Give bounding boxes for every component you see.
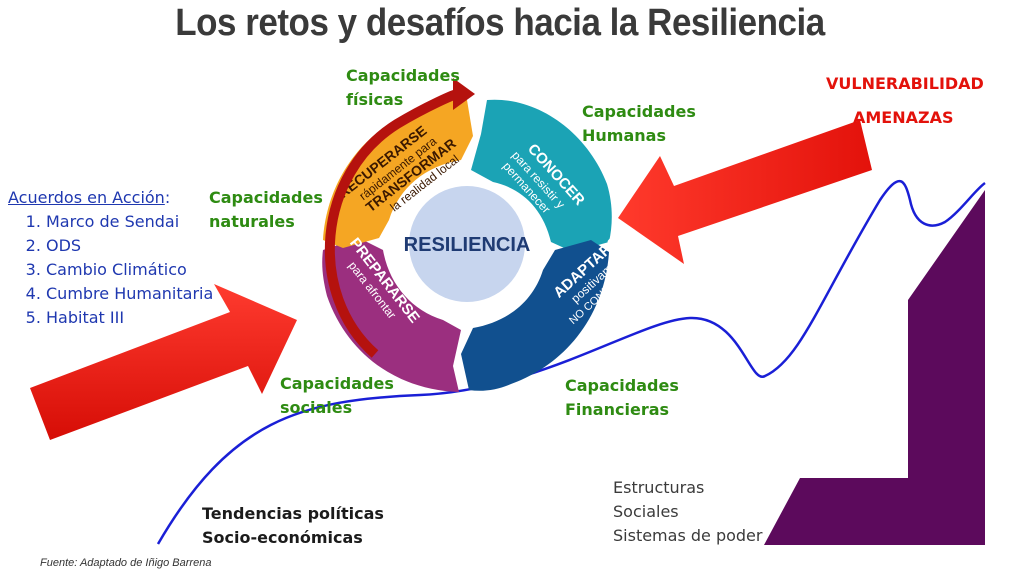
segment-conocer (471, 99, 612, 252)
page-title: Los retos y desafíos hacia la Resilienci… (175, 2, 825, 44)
trends-label: Tendencias políticas Socio-económicas (202, 502, 384, 550)
agreements-heading: Acuerdos en Acción (8, 188, 165, 207)
segment-recuperarse (323, 100, 473, 248)
capacity-financieras: Capacidades Financieras (565, 376, 679, 419)
right-red-arrow (618, 120, 872, 264)
agreements-list: Acuerdos en Acción: Marco de Sendai ODS … (8, 186, 213, 330)
source-note: Fuente: Adaptado de Iñigo Barrena (40, 557, 212, 569)
resilience-cycle: RESILIENCIA RECUPERARSE rápidamente para… (322, 78, 654, 392)
vulnerability-label: VULNERABILIDAD (826, 74, 984, 93)
threats-label: AMENAZAS (853, 108, 954, 127)
structures-line1: Estructuras (613, 478, 705, 497)
capacity-sociales: Capacidades sociales (280, 374, 394, 417)
cycle-center-label: RESILIENCIA (404, 234, 531, 256)
capacity-fisicas: Capacidades físicas (346, 66, 460, 109)
power-structure-shape (764, 190, 985, 545)
structures-line2: Sociales (613, 502, 679, 521)
capacity-naturales: Capacidades naturales (209, 188, 323, 231)
cycle-arrow-head (453, 78, 475, 110)
segment-prepararse (322, 238, 461, 392)
agreement-item: Habitat III (46, 306, 213, 330)
segment-adaptarse (461, 240, 609, 391)
trends-line2: Socio-económicas (202, 528, 363, 547)
cycle-arrow (324, 89, 459, 358)
trend-curve (156, 179, 986, 545)
trends-line1: Tendencias políticas (202, 504, 384, 523)
structures-label: Estructuras Sociales Sistemas de poder (613, 476, 762, 548)
agreement-item: Cumbre Humanitaria (46, 282, 213, 306)
agreement-item: Cambio Climático (46, 258, 213, 282)
structures-line3: Sistemas de poder (613, 526, 763, 545)
capacity-humanas: Capacidades Humanas (582, 102, 696, 145)
agreement-item: ODS (46, 234, 213, 258)
agreement-item: Marco de Sendai (46, 210, 213, 234)
left-red-arrow (30, 284, 297, 440)
